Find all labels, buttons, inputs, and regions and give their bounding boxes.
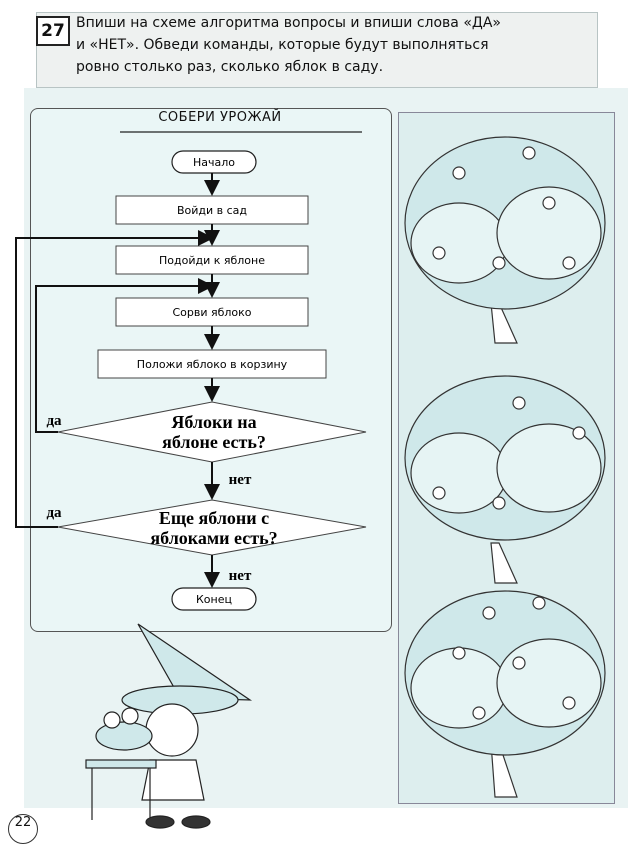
step-pick-apple (115, 297, 309, 327)
gnome-boy-illustration (85, 623, 253, 829)
task-number: 27 (36, 16, 70, 46)
step-approach-tree (115, 245, 309, 275)
page-number: 22 (8, 814, 38, 844)
loop-cond2-yes (15, 230, 214, 528)
condition-2-line-1: Еще яблони с (159, 508, 269, 528)
cond2-no-label: нет (229, 568, 252, 584)
condition-2-line-2: яблоками есть? (150, 528, 277, 548)
step-enter-garden (115, 195, 309, 225)
cond2-yes-label: да (46, 505, 62, 521)
end-label: Конец (196, 593, 232, 606)
task-instructions: Впиши на схеме алгоритма вопросы и впиши… (76, 12, 596, 78)
apple-trees-illustration (404, 136, 606, 798)
task-line-2: и «НЕТ». Обведи команды, которые будут в… (76, 37, 489, 53)
condition-1-line-1: Яблоки на (171, 412, 256, 432)
end-node (171, 587, 257, 611)
loop-cond1-yes (35, 278, 214, 433)
start-label: Начало (193, 156, 235, 169)
task-line-1: Впиши на схеме алгоритма вопросы и впиши… (76, 15, 501, 31)
condition-1-line-2: яблоне есть? (162, 432, 266, 452)
cond1-no-label: нет (229, 472, 252, 488)
apple-trees-panel (398, 112, 615, 804)
start-node (171, 150, 257, 174)
task-header (36, 12, 598, 88)
task-line-3: ровно столько раз, сколько яблок в саду. (76, 59, 384, 75)
flowchart-title: СОБЕРИ УРОЖАЙ (158, 110, 282, 125)
step-approach-tree-label: Подойди к яблоне (159, 254, 265, 267)
step-put-in-basket-label: Положи яблоко в корзину (137, 358, 288, 371)
step-pick-apple-label: Сорви яблоко (172, 306, 251, 319)
cond1-yes-label: да (46, 413, 62, 429)
step-enter-garden-label: Войди в сад (177, 204, 247, 217)
